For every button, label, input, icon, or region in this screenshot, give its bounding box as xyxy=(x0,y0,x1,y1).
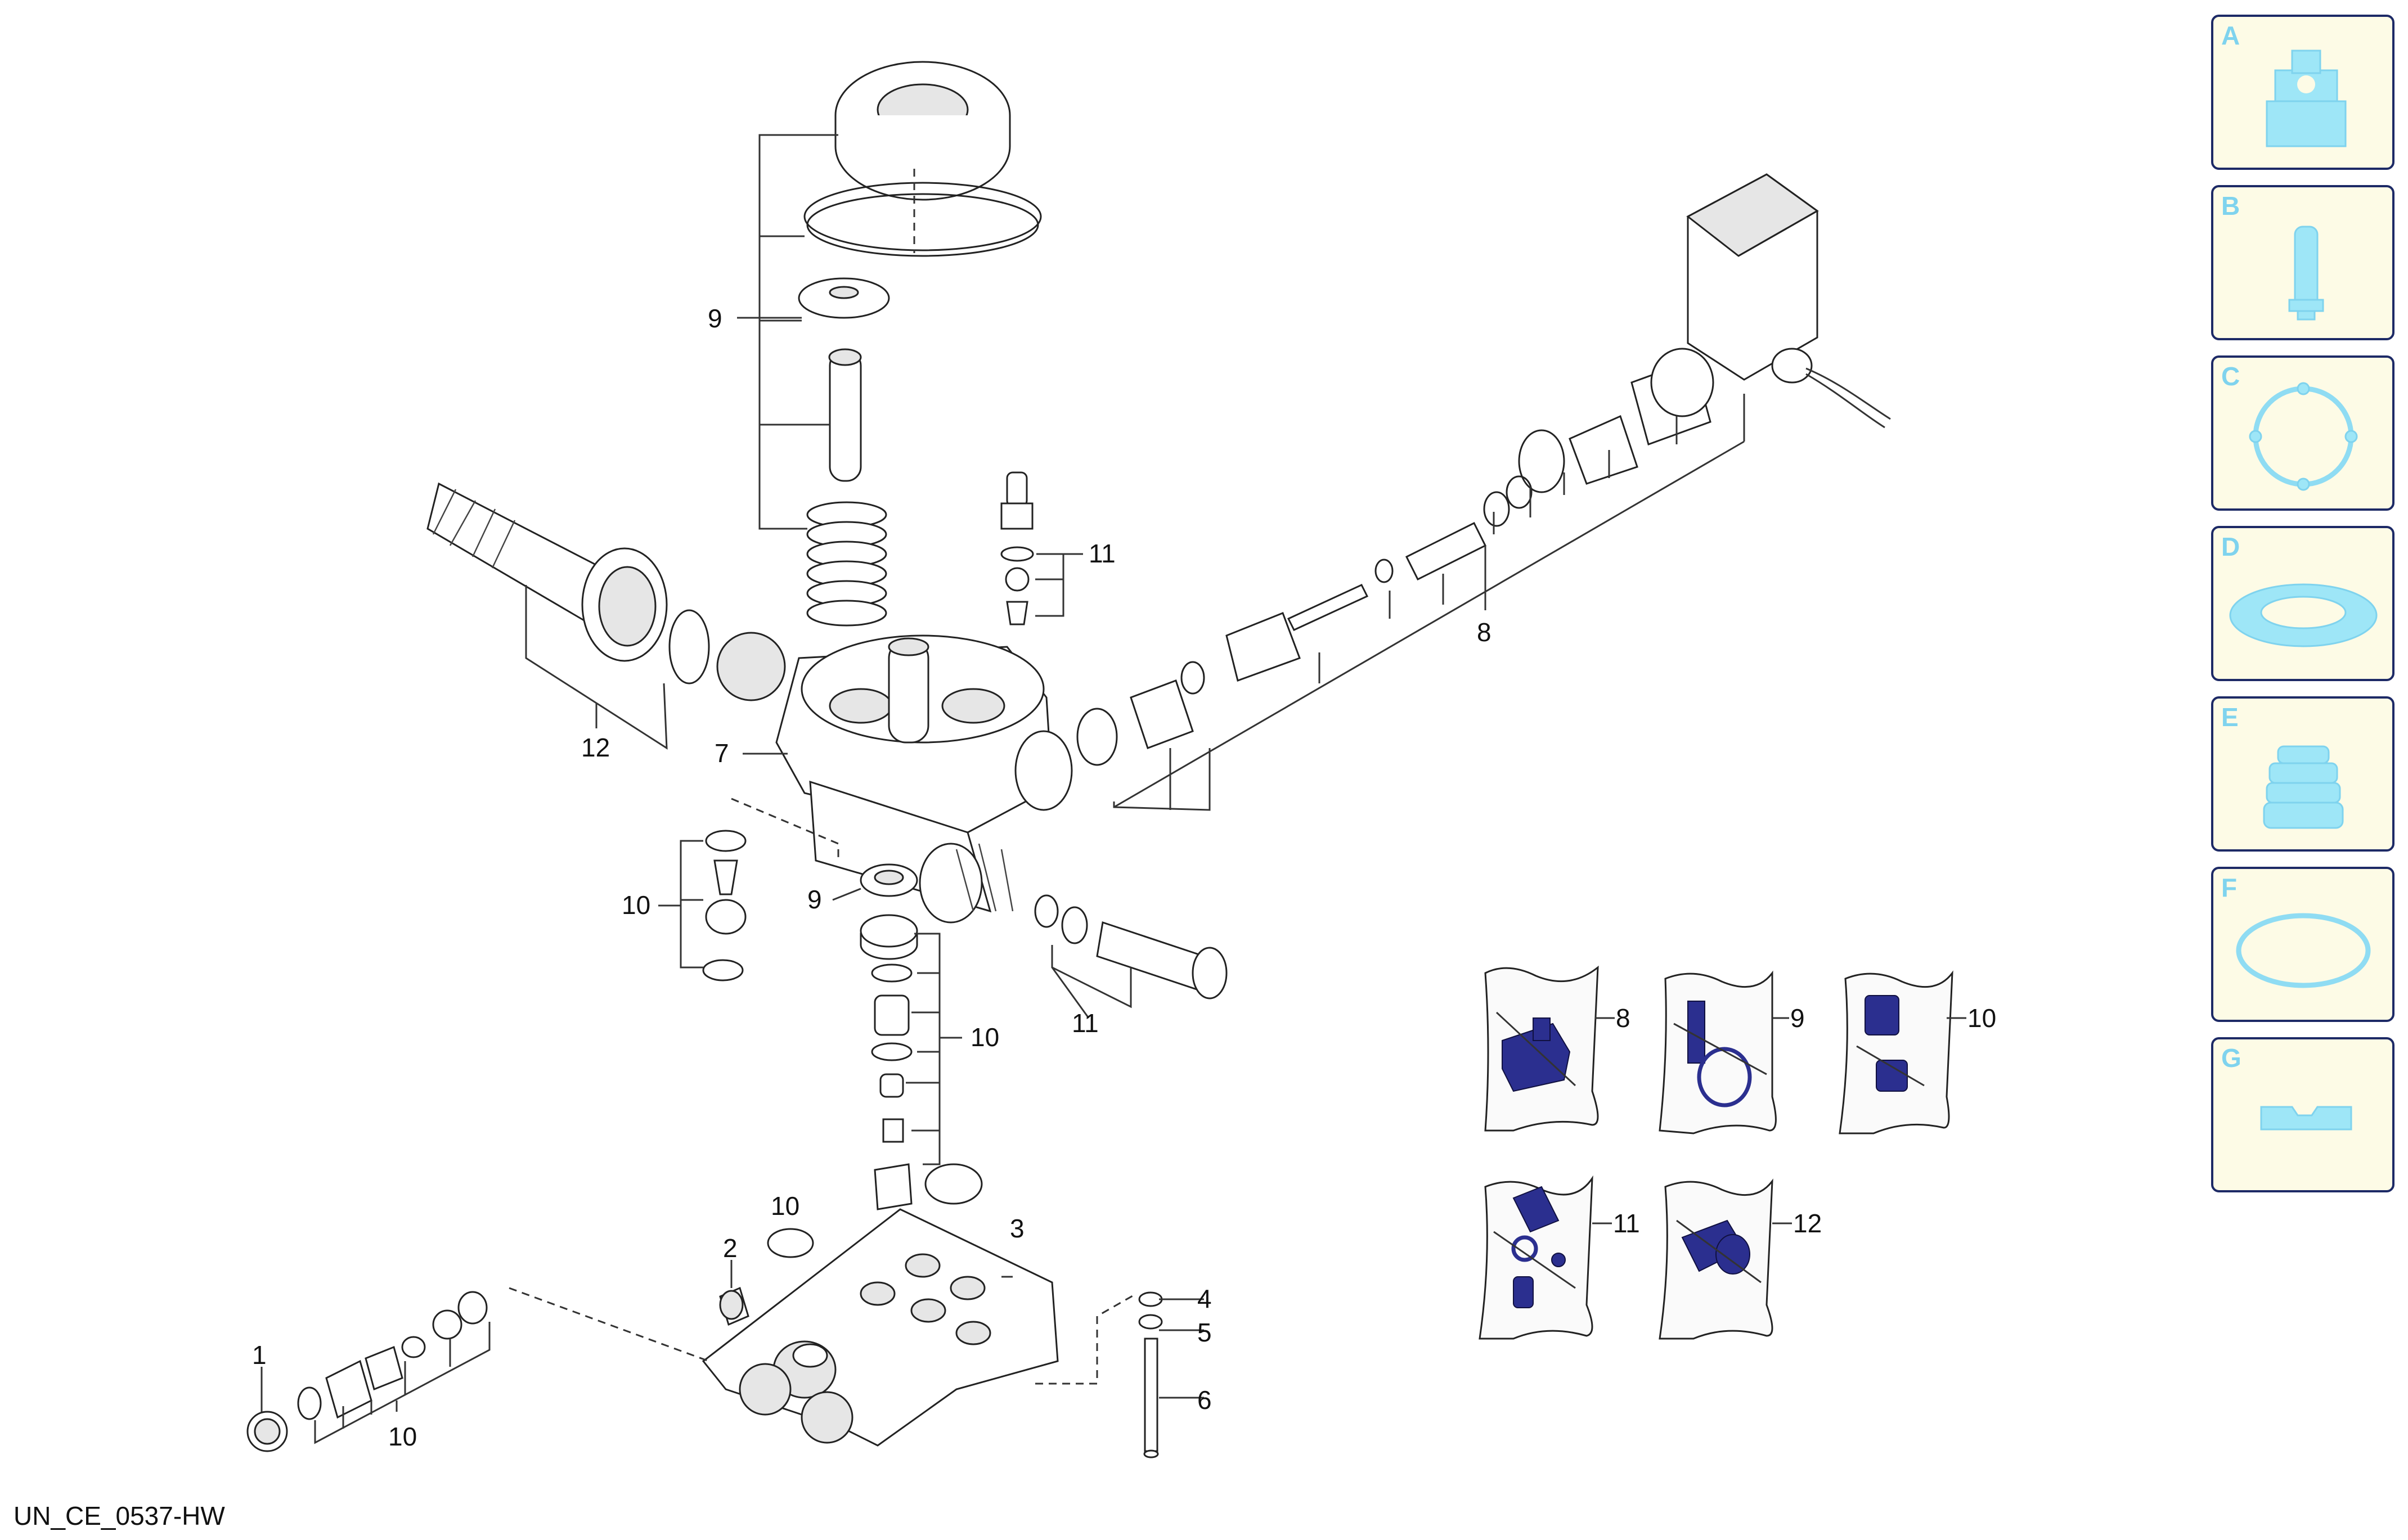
part-category-tabs: A B C D E xyxy=(2211,15,2397,1208)
bolt-stack xyxy=(1138,1291,1163,1458)
kit-10-bag[interactable] xyxy=(1839,970,1953,1134)
o-ring-clip-icon xyxy=(2249,382,2358,491)
tab-g-letter: G xyxy=(2221,1043,2241,1073)
unloader-assembly xyxy=(1076,348,1714,766)
plunger-icon xyxy=(2288,226,2324,321)
outlet-check-valve xyxy=(1034,894,1228,999)
kit-11-label: 11 xyxy=(1613,1209,1640,1238)
kit-12-bag[interactable] xyxy=(1659,1178,1773,1340)
callout-10-stack: 10 xyxy=(971,1023,999,1052)
callout-9-top: 9 xyxy=(708,304,722,333)
kit-8-bag[interactable] xyxy=(1484,965,1599,1132)
valve-housing-icon xyxy=(2266,49,2347,147)
drawing-code: UN_CE_0537-HW xyxy=(14,1501,225,1530)
callout-1: 1 xyxy=(252,1340,267,1370)
callout-8: 8 xyxy=(1477,618,1491,647)
left-valve-stack xyxy=(702,830,747,981)
kit-9-label: 9 xyxy=(1790,1003,1805,1033)
spring-stack-icon xyxy=(2263,745,2344,829)
tab-f-letter: F xyxy=(2221,873,2238,902)
callout-11-right: 11 xyxy=(1072,1008,1099,1038)
junction-box xyxy=(1686,173,1891,429)
tab-f[interactable]: F xyxy=(2211,867,2394,1022)
callout-9-mid: 9 xyxy=(807,885,822,914)
callout-10-oring: 10 xyxy=(771,1191,799,1221)
tab-c-letter: C xyxy=(2221,362,2240,391)
kit-8-label: 8 xyxy=(1616,1003,1630,1033)
kit-10-label: 10 xyxy=(1967,1003,1996,1033)
callout-4: 4 xyxy=(1197,1284,1212,1313)
callout-11-top: 11 xyxy=(1089,539,1116,568)
plug-screw xyxy=(719,1286,749,1326)
top-washer xyxy=(798,277,890,319)
callout-10-left: 10 xyxy=(622,890,650,920)
gasket-icon xyxy=(2260,1106,2352,1131)
top-spring xyxy=(806,501,887,627)
kit-11-bag[interactable] xyxy=(1479,1175,1593,1340)
tab-e[interactable]: E xyxy=(2211,696,2394,852)
tab-d[interactable]: D xyxy=(2211,526,2394,681)
check-valve-small xyxy=(1000,471,1034,625)
pump-head xyxy=(716,632,1073,924)
top-seal-ring xyxy=(803,61,1042,257)
tab-d-letter: D xyxy=(2221,532,2240,561)
tab-b-letter: B xyxy=(2221,191,2240,220)
middle-valve-stack xyxy=(860,863,983,1210)
flat-seal-icon xyxy=(2229,583,2378,647)
callout-5: 5 xyxy=(1197,1318,1212,1347)
kit-12-label: 12 xyxy=(1793,1209,1822,1238)
callout-7: 7 xyxy=(715,739,729,768)
tab-g[interactable]: G xyxy=(2211,1037,2394,1192)
tab-e-letter: E xyxy=(2221,703,2239,732)
bottom-unloader xyxy=(246,1291,488,1452)
callout-6: 6 xyxy=(1197,1385,1212,1415)
kit-9-bag[interactable] xyxy=(1659,970,1777,1134)
o-ring-icon xyxy=(2236,913,2371,988)
tab-c[interactable]: C xyxy=(2211,355,2394,511)
inlet-pipe xyxy=(426,482,710,685)
tab-a[interactable]: A xyxy=(2211,15,2394,170)
top-plunger xyxy=(828,348,862,482)
callout-10-bottom: 10 xyxy=(388,1422,417,1451)
callout-2: 2 xyxy=(723,1233,738,1263)
manifold-block xyxy=(702,1208,1059,1447)
tab-a-letter: A xyxy=(2221,21,2240,50)
tab-b[interactable]: B xyxy=(2211,185,2394,340)
callout-12: 12 xyxy=(581,733,610,762)
callout-3: 3 xyxy=(1010,1214,1025,1243)
